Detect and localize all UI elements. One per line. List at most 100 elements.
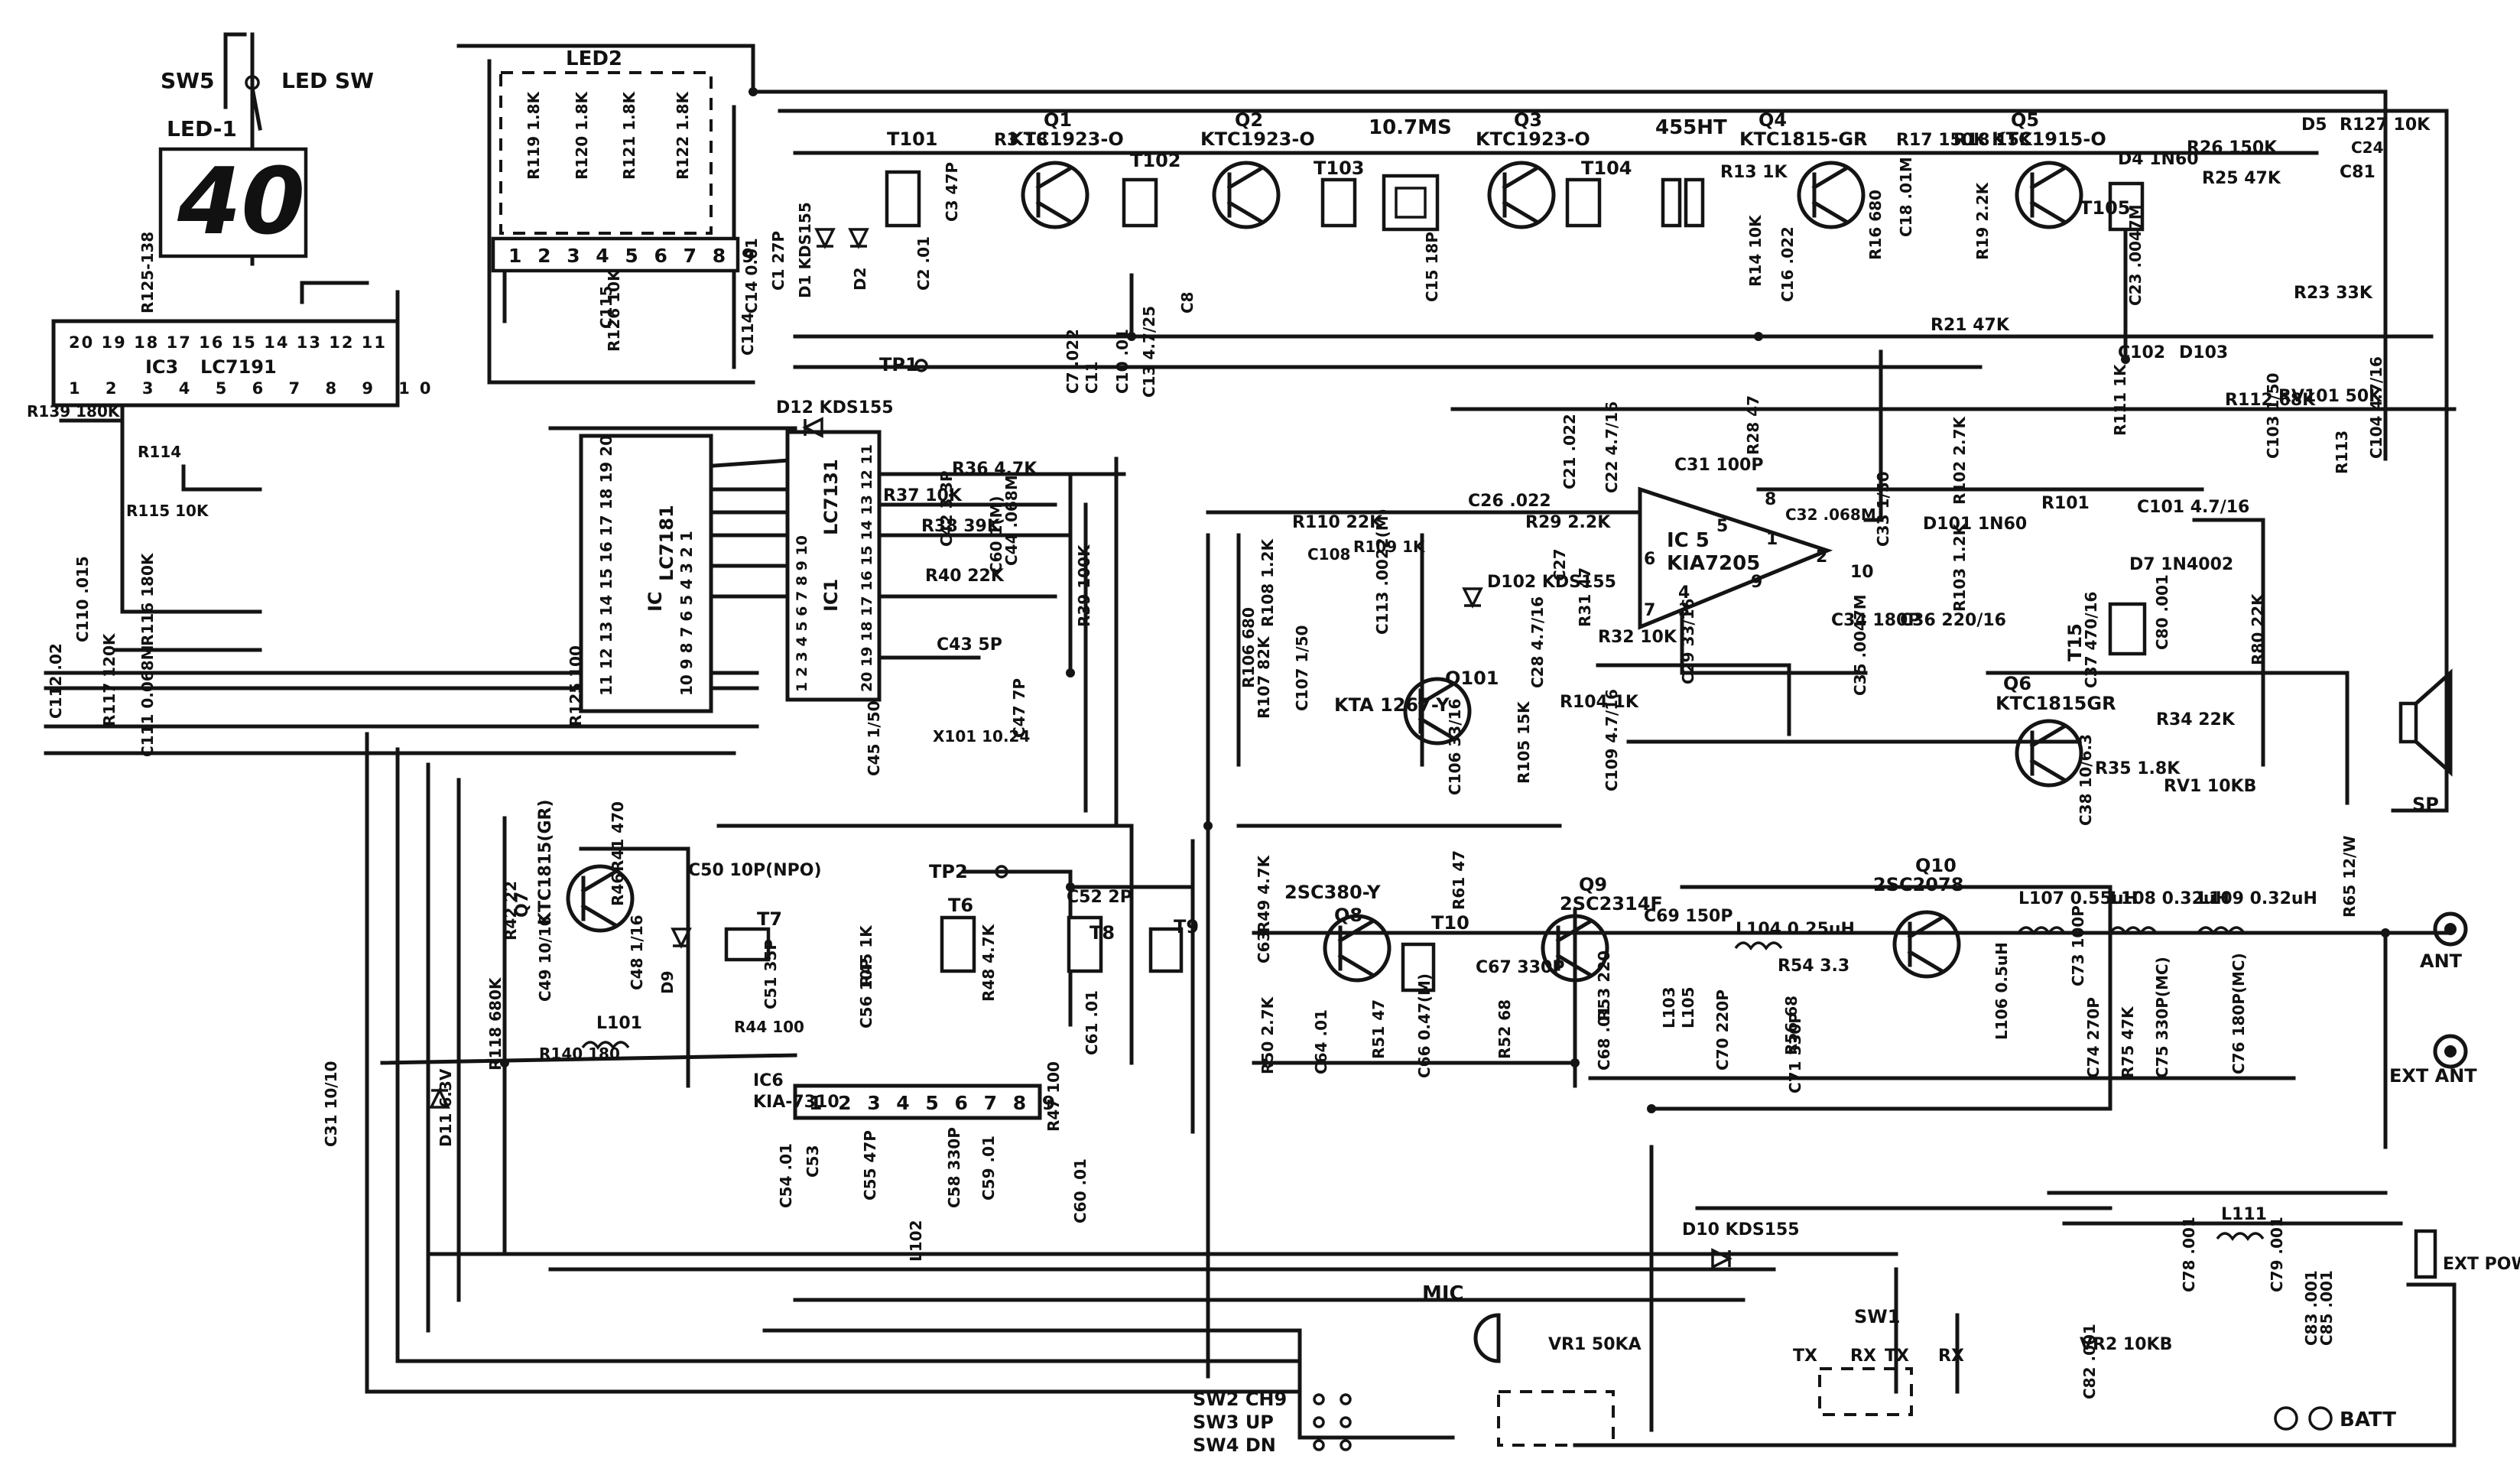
cap-c103: C103 1/50 xyxy=(2264,373,2282,459)
transformer-t9: T9 xyxy=(1174,916,1199,937)
resistor-r34: R34 22K xyxy=(2156,710,2236,729)
resistor-r39: R39 100K xyxy=(1075,544,1093,627)
transistor-q4: Q4 KTC1815-GR xyxy=(1739,109,1868,229)
cap-c11: C11 xyxy=(1083,361,1101,394)
cap-c52: C52 2P xyxy=(1067,888,1132,907)
transformer-t102: T102 xyxy=(1130,150,1180,171)
transistor-q7: Q7 KTC1815(GR) xyxy=(513,799,635,933)
diode-d103: D103 xyxy=(2179,343,2228,362)
resistor-r45: R45 1K xyxy=(857,924,875,986)
ic3-lc7191: 20 19 18 17 16 15 14 13 12 11 1 2 3 4 5 … xyxy=(51,319,431,408)
resistor-r120: R120 1.8K xyxy=(573,90,591,180)
resistor-r125-138: R125-138 xyxy=(138,232,157,314)
cap-c60-1m: C60 1(M) xyxy=(987,495,1005,573)
transistor-q10: Q10 2SC2078 xyxy=(1873,855,1963,979)
transformers: T101 T102 T103 T104 T105 T6 T7 T8 T9 T10… xyxy=(724,128,2147,993)
resistor-r65: R65 12/W xyxy=(2340,836,2359,918)
cap-c7: C7 .022 xyxy=(1064,329,1082,394)
cap-c79: C79 .001 xyxy=(2268,1217,2286,1292)
cap-c61: C61 .01 xyxy=(1083,990,1101,1055)
resistor-r38: R38 39K xyxy=(921,517,1001,536)
led-1-label: LED-1 xyxy=(167,116,237,141)
resistor-r37: R37 10K xyxy=(883,486,963,505)
resistor-r14: R14 10K xyxy=(1746,214,1765,287)
led2-connector-pins: 1 2 3 4 5 6 7 8 9 xyxy=(508,245,759,267)
transformer-t101: T101 xyxy=(887,128,937,150)
cap-c32: C32 .068M xyxy=(1785,505,1876,524)
resistor-r53: R53 220 xyxy=(1595,950,1613,1021)
resistor-r119: R119 1.8K xyxy=(524,90,543,180)
cap-c83: C83 .001 xyxy=(2302,1270,2320,1346)
transistor-q101: Q101 KTA 1267-Y xyxy=(1334,668,1499,746)
transformer-t103: T103 xyxy=(1314,158,1364,179)
cap-c22: C22 4.7/16 xyxy=(1603,401,1621,493)
ic5-kia7205: IC 5 KIA7205 6 7 5 4 1 2 3 10 8 9 xyxy=(1638,486,1874,630)
resistor-r107: R107 82K xyxy=(1255,635,1273,719)
q10-label: Q10 xyxy=(1915,855,1957,876)
resistor-r116: R116 180K xyxy=(138,552,157,646)
cap-c54: C54 .01 xyxy=(777,1143,795,1208)
cap-c55: C55 47P xyxy=(861,1130,879,1200)
ic6-ref: IC6 xyxy=(753,1071,784,1090)
ic5-pin-1: 1 xyxy=(1766,530,1778,549)
lc7181-part: LC7181 xyxy=(656,505,677,581)
resistor-r61: R61 47 xyxy=(1450,850,1468,910)
resistor-vr1: VR1 50KA xyxy=(1548,1335,1642,1354)
cap-c31: C31 100P xyxy=(1674,456,1763,475)
inductor-l108: L108 0.32uH xyxy=(2110,889,2229,908)
diode-d12: D12 KDS155 xyxy=(776,398,894,417)
cap-c75: C75 330P(MC) xyxy=(2153,957,2171,1078)
q3-label: Q3 xyxy=(1514,109,1542,131)
ic3-top-pins: 20 19 18 17 16 15 14 13 12 11 xyxy=(69,333,387,352)
resistor-r51: R51 47 xyxy=(1369,999,1388,1059)
ic3-part: LC7191 xyxy=(200,356,277,378)
cap-c28: C28 4.7/16 xyxy=(1528,596,1547,688)
diode-d7: D7 1N4002 xyxy=(2129,555,2233,574)
cap-c42: C42 3.3P xyxy=(937,470,956,547)
cap-c74: C74 270P xyxy=(2084,997,2103,1078)
resistor-r52: R52 68 xyxy=(1495,999,1514,1059)
resistor-r23: R23 33K xyxy=(2294,284,2373,303)
seven-segment-display: 40 xyxy=(158,147,308,258)
resistor-r19: R19 2.2K xyxy=(1973,181,1992,260)
cap-c73: C73 100P xyxy=(2069,905,2087,986)
ic-lc7181: IC LC7181 11 12 13 14 15 16 17 18 19 20 … xyxy=(579,434,713,713)
transformer-t8: T8 xyxy=(1090,922,1115,944)
resistor-rv101: RV101 50K xyxy=(2278,387,2382,406)
cap-c109: C109 4.7/16 xyxy=(1603,689,1621,791)
diode-d9: D9 xyxy=(658,970,677,994)
transistor-q8: Q8 2SC380-Y xyxy=(1284,882,1392,983)
cap-c29: C29 33/16 xyxy=(1679,599,1697,684)
q1-part: KTC1923-O xyxy=(1009,128,1124,150)
inductor-l103: L103 xyxy=(1660,987,1678,1029)
resistor-r49: R49 4.7K xyxy=(1255,854,1273,933)
resistors: R119 1.8K R120 1.8K R121 1.8K R122 1.8K … xyxy=(27,90,2431,1354)
xtal-filter: 10.7MS xyxy=(1369,116,1452,232)
resistor-r118: R118 680K xyxy=(486,976,505,1071)
ic6-kia7310: 1 2 3 4 5 6 7 8 9 IC6 KIA-7310 xyxy=(753,1071,1060,1120)
inductor-l101: L101 xyxy=(596,1014,642,1033)
inductors: L101 L102 L103 L104 0.25uH L105 L106 0.5… xyxy=(581,889,2317,1262)
lc7131-pins-a: 20 19 18 17 16 15 14 13 12 11 xyxy=(859,444,875,692)
inductor-l107: L107 0.55uH xyxy=(2018,889,2138,908)
diode-d11: D11 6.3V xyxy=(437,1068,455,1147)
q8-part: 2SC380-Y xyxy=(1284,882,1381,903)
ic6-pins: 1 2 3 4 5 6 7 8 9 xyxy=(809,1092,1060,1114)
cap-c81: C81 xyxy=(2340,163,2375,182)
cap-c35: C35 .0047M xyxy=(1851,594,1869,696)
cap-c110: C110 .015 xyxy=(73,556,92,642)
sw1-rx-left: RX xyxy=(1850,1347,1876,1366)
cap-c23: C23 .0047M xyxy=(2126,204,2145,306)
cap-c60: C60 .01 xyxy=(1071,1158,1090,1223)
resistor-r110: R110 22K xyxy=(1292,513,1383,532)
lc7181-pins-a: 11 12 13 14 15 16 17 18 19 20 xyxy=(597,435,615,696)
cap-c51: C51 35P xyxy=(762,939,780,1009)
ic5-pin-6: 6 xyxy=(1644,550,1655,569)
q3-part: KTC1923-O xyxy=(1476,128,1590,150)
cap-c1: C1 27P xyxy=(769,231,788,291)
inductor-l109: L109 0.32uH xyxy=(2198,889,2317,908)
cap-c115: C115 xyxy=(597,286,615,329)
q10-part: 2SC2078 xyxy=(1873,874,1963,895)
